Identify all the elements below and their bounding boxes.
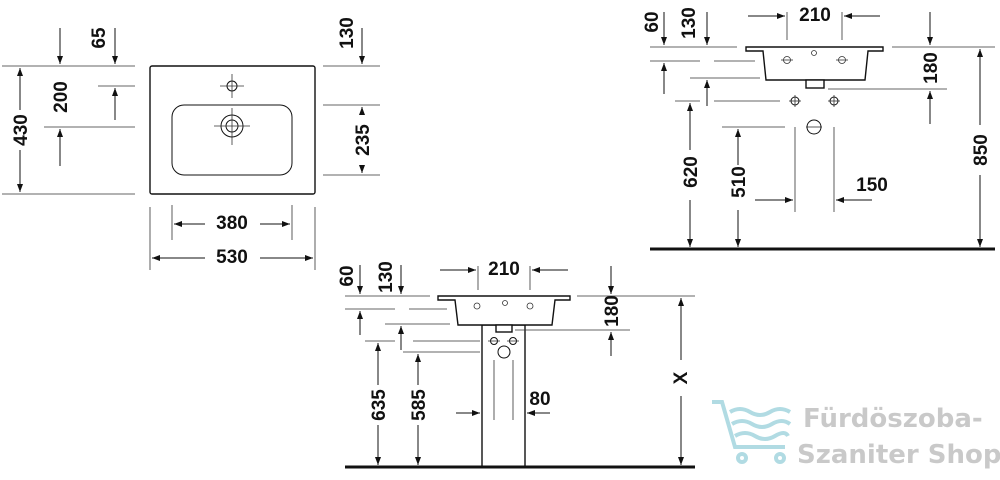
dim-200: 200: [51, 81, 72, 113]
shopping-cart-icon: [712, 400, 792, 464]
supply-valve-icon: [789, 95, 801, 107]
dim-60: 60: [337, 265, 358, 286]
supply-valve-icon: [828, 95, 840, 107]
waste-outlet-icon: [806, 119, 822, 135]
pedestal-view: 210 60 130 635 585 80 180 X: [337, 259, 695, 469]
top-view: 430 200 65 130 235 380 530: [2, 17, 380, 270]
dim-130: 130: [337, 17, 358, 49]
supply-valve-icon: [507, 337, 519, 345]
dim-x: X: [671, 371, 692, 384]
dim-60: 60: [642, 11, 663, 32]
dim-510: 510: [729, 166, 750, 198]
dim-635: 635: [369, 389, 390, 421]
waste-outlet-icon: [497, 345, 511, 359]
dim-620: 620: [681, 156, 702, 188]
dim-585: 585: [409, 389, 430, 421]
dim-210: 210: [488, 259, 520, 280]
tap-hole-icon: [220, 74, 244, 98]
wall-mounted-view: 210 60 130 620 510 150 180 850: [642, 5, 995, 251]
watermark-line1: Fürdöszoba-: [803, 404, 983, 434]
dim-180: 180: [921, 52, 942, 84]
washbasin-side-outline: [437, 295, 571, 326]
dim-850: 850: [971, 134, 992, 166]
drain-outlet: [805, 79, 825, 89]
tap-icon: [781, 56, 793, 64]
drain-outlet: [495, 324, 513, 333]
dim-180: 180: [602, 295, 623, 327]
washbasin-side-outline: [745, 46, 884, 81]
dim-130: 130: [376, 261, 397, 293]
drain-icon: [214, 108, 250, 145]
dim-530: 530: [216, 247, 248, 268]
dim-130: 130: [679, 7, 700, 39]
dim-210: 210: [799, 5, 831, 26]
watermark-line2: Szaniter Shop: [797, 440, 1000, 470]
pedestal: [481, 324, 526, 468]
dim-380: 380: [216, 213, 248, 234]
dim-150: 150: [856, 175, 888, 196]
tap-icon: [836, 56, 848, 64]
basin-bowl: [171, 104, 293, 176]
dim-235: 235: [353, 124, 374, 156]
shop-logo-watermark: Fürdöszoba- Szaniter Shop: [712, 400, 1000, 470]
dim-65: 65: [89, 27, 110, 49]
washbasin-outline: [149, 65, 316, 195]
dim-430: 430: [11, 114, 32, 146]
dim-80: 80: [529, 389, 550, 410]
supply-valve-icon: [488, 337, 500, 345]
